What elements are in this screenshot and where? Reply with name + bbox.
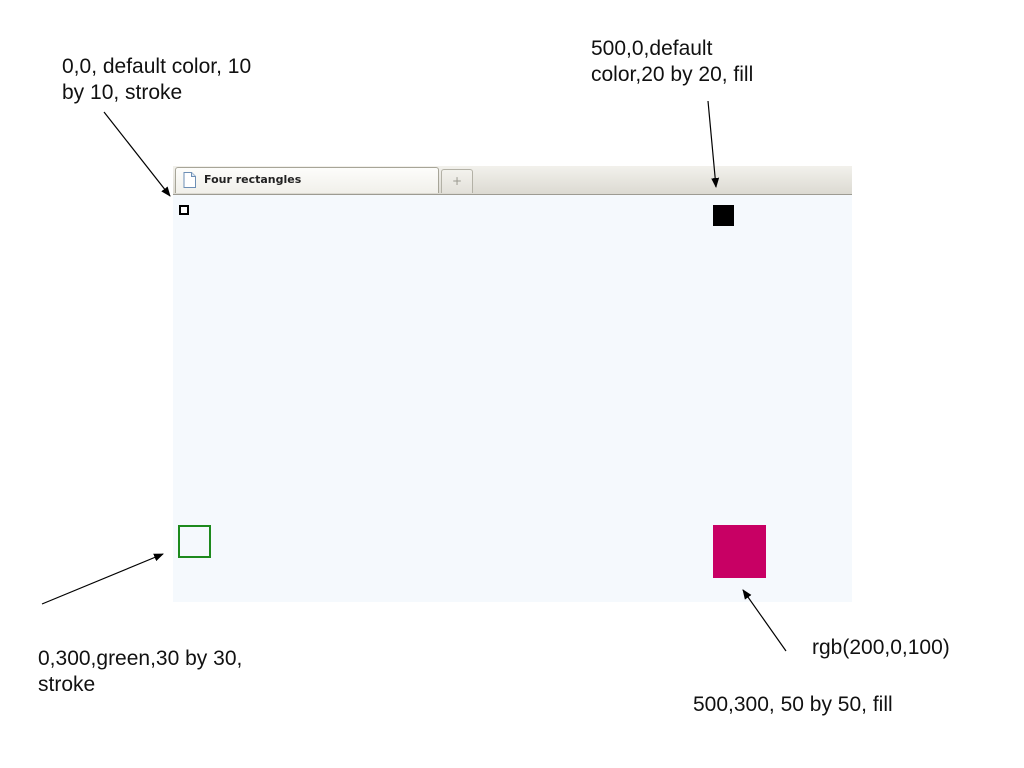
- plus-icon: +: [451, 174, 463, 188]
- rect-default-fill: [713, 205, 734, 226]
- rect-green-stroke: [178, 525, 211, 558]
- annotation-bottom-right-size: 500,300, 50 by 50, fill: [693, 693, 893, 716]
- new-tab-button[interactable]: +: [441, 169, 473, 193]
- canvas-viewport: [173, 195, 852, 602]
- tab-label: Four rectangles: [204, 173, 302, 186]
- arrow-top-left: [103, 111, 171, 197]
- tab-four-rectangles[interactable]: Four rectangles: [175, 167, 439, 193]
- annotation-top-right: 500,0,default color,20 by 20, fill: [591, 37, 754, 86]
- browser-window: Four rectangles +: [173, 166, 852, 602]
- tab-strip: Four rectangles +: [173, 166, 852, 195]
- page-icon: [183, 172, 196, 188]
- rect-rgb-fill: [713, 525, 766, 578]
- annotation-bottom-left: 0,300,green,30 by 30, stroke: [38, 647, 243, 696]
- annotation-bottom-right-color: rgb(200,0,100): [812, 636, 950, 659]
- annotation-top-left: 0,0, default color, 10 by 10, stroke: [62, 55, 252, 104]
- arrow-bottom-left: [41, 553, 164, 605]
- rect-default-stroke: [179, 205, 189, 215]
